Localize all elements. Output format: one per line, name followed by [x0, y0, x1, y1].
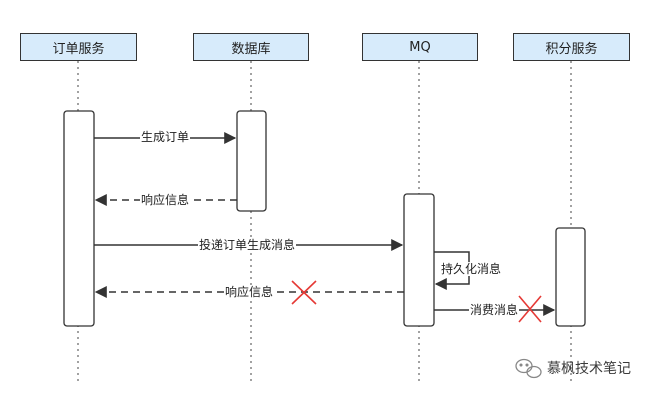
- message-label-response: 响应信息: [140, 193, 191, 207]
- activation-database: [236, 110, 267, 212]
- activation-mq: [403, 193, 435, 327]
- message-label-create-order: 生成订单: [140, 130, 191, 144]
- failure-x-icon: [291, 280, 317, 305]
- participant-database: 数据库: [193, 33, 309, 61]
- participant-points-service: 积分服务: [513, 33, 630, 61]
- message-label-deliver: 投递订单生成消息: [198, 238, 297, 252]
- activation-order-service: [63, 110, 95, 327]
- watermark-text: 慕枫技术笔记: [547, 361, 631, 377]
- message-label-consume: 消费消息: [469, 303, 520, 317]
- message-label-failed-response: 响应信息: [224, 285, 275, 299]
- failure-x-icon: [518, 295, 542, 323]
- participant-order-service: 订单服务: [20, 33, 137, 61]
- activation-points-service: [555, 227, 586, 327]
- wechat-icon: [515, 358, 542, 379]
- watermark: 慕枫技术笔记: [515, 358, 631, 378]
- participant-mq: MQ: [362, 33, 478, 61]
- message-label-persist: 持久化消息: [440, 262, 503, 276]
